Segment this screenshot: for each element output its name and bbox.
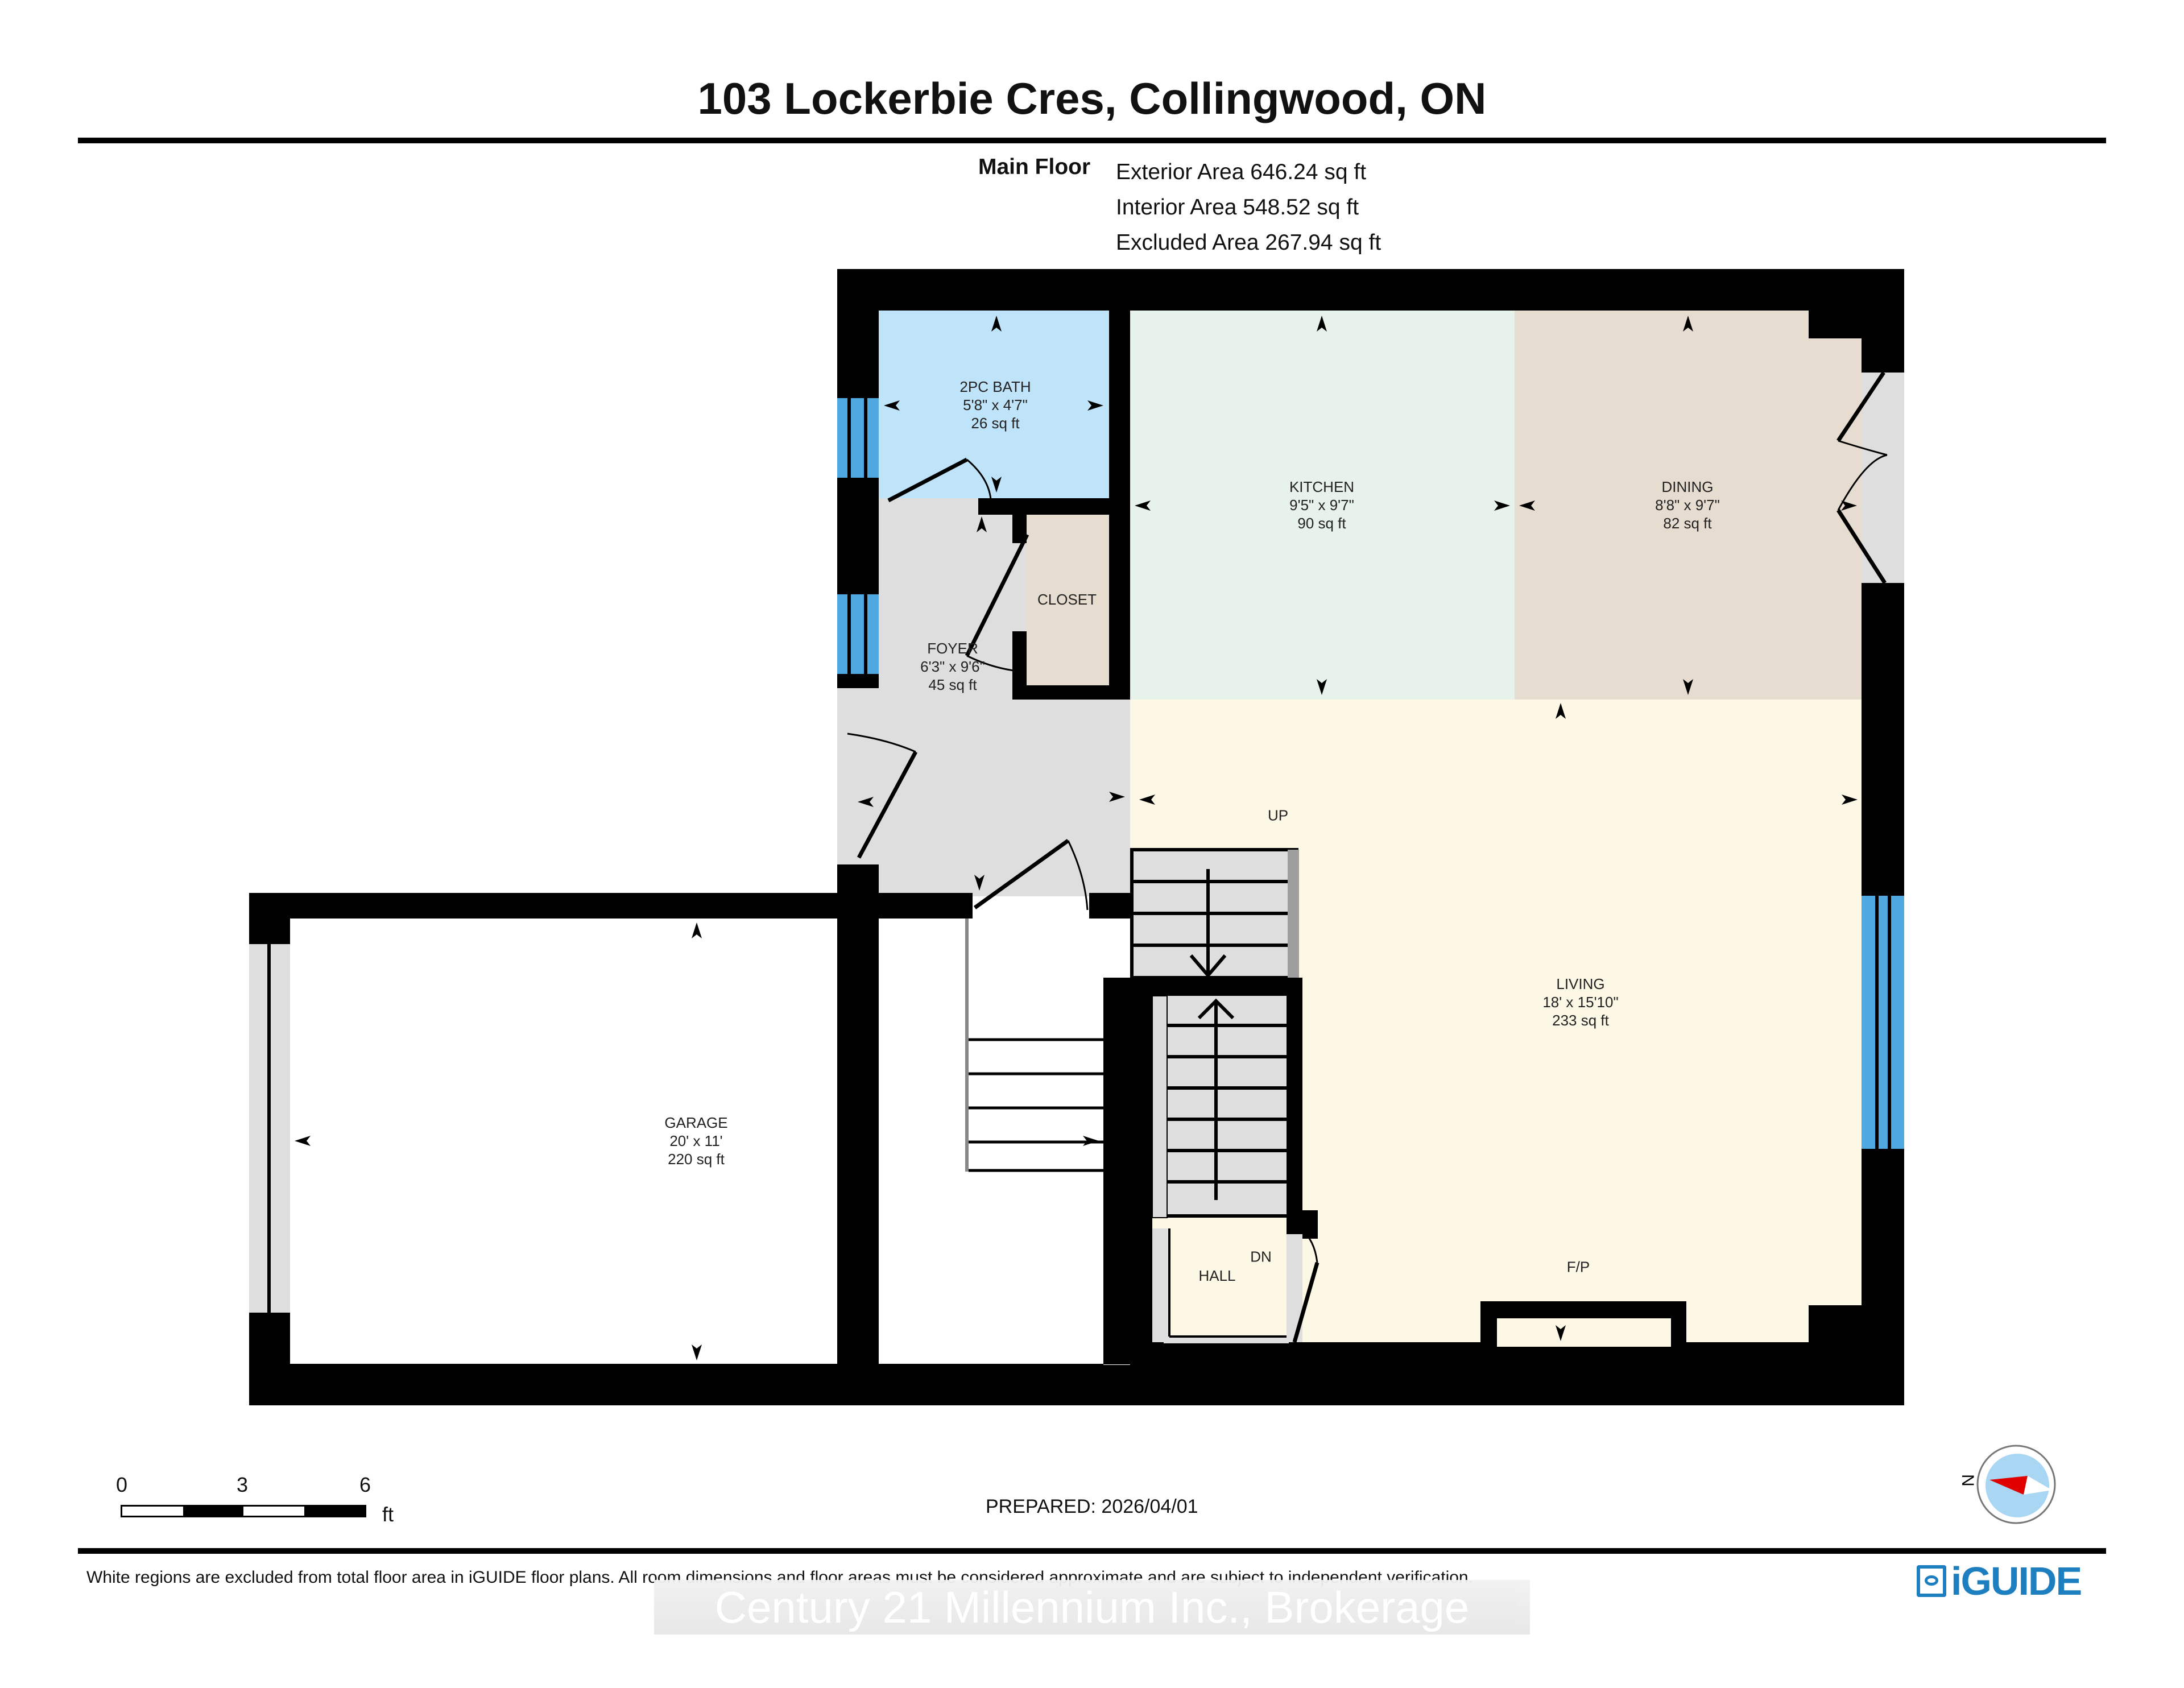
window-foyer xyxy=(837,594,879,674)
window-bath xyxy=(837,398,879,478)
fireplace-label: F/P xyxy=(1566,1258,1590,1276)
room-label-bath: 2PC BATH 5'8" x 4'7" 26 sq ft xyxy=(959,378,1031,432)
scale-unit: ft xyxy=(382,1503,394,1526)
room-fill-dining xyxy=(1515,311,1862,700)
room-label-hall: HALL xyxy=(1198,1267,1236,1284)
room-label-dining: DINING 8'8" x 9'7" 82 sq ft xyxy=(1655,478,1720,532)
scale-tick-0: 0 xyxy=(116,1473,128,1496)
stair-lower xyxy=(1152,996,1287,1218)
title-divider xyxy=(78,138,2106,143)
floor-name: Main Floor xyxy=(978,155,1091,179)
dimension-arrows xyxy=(295,316,1858,1360)
scale-tick-3: 3 xyxy=(237,1473,249,1496)
room-label-garage: GARAGE 20' x 11' 220 sq ft xyxy=(664,1114,728,1168)
room-label-living: LIVING 18' x 15'10" 233 sq ft xyxy=(1542,975,1619,1029)
footer-divider xyxy=(78,1548,2106,1554)
room-fill-closet xyxy=(1027,515,1109,685)
window-living xyxy=(1862,896,1904,1149)
excluded-area: Excluded Area 267.94 sq ft xyxy=(1116,230,1381,255)
room-fill-bath xyxy=(879,311,1109,498)
room-label-foyer: FOYER 6'3" x 9'6" 45 sq ft xyxy=(920,640,985,693)
interior-area: Interior Area 548.52 sq ft xyxy=(1116,195,1359,220)
compass-north-label: N xyxy=(1958,1474,1977,1487)
area-summary: Exterior Area 646.24 sq ft Interior Area… xyxy=(1116,155,1381,260)
room-fill-kitchen xyxy=(1130,311,1515,700)
page-title: 103 Lockerbie Cres, Collingwood, ON xyxy=(697,73,1487,123)
exterior-area: Exterior Area 646.24 sq ft xyxy=(1116,160,1367,184)
iguide-logo-text: iGUIDE xyxy=(1951,1559,2082,1603)
stair-up-label: UP xyxy=(1267,806,1289,824)
brokerage-watermark: Century 21 Millennium Inc., Brokerage xyxy=(654,1580,1530,1635)
room-label-kitchen: KITCHEN 9'5" x 9'7" 90 sq ft xyxy=(1289,478,1355,532)
iguide-logo-icon xyxy=(1917,1565,1946,1597)
room-fill-foyer-lower xyxy=(837,700,1130,896)
room-fill-hall xyxy=(1155,1217,1291,1342)
scale-tick-6: 6 xyxy=(359,1473,371,1496)
iguide-logo: iGUIDE xyxy=(1917,1559,2082,1603)
compass-icon: N xyxy=(1956,1445,2070,1524)
room-label-closet: CLOSET xyxy=(1037,591,1097,608)
scale-bar-graphic xyxy=(121,1505,366,1517)
prepared-date: PREPARED: 2026/04/01 xyxy=(986,1496,1198,1517)
stair-down-label: DN xyxy=(1250,1248,1272,1265)
